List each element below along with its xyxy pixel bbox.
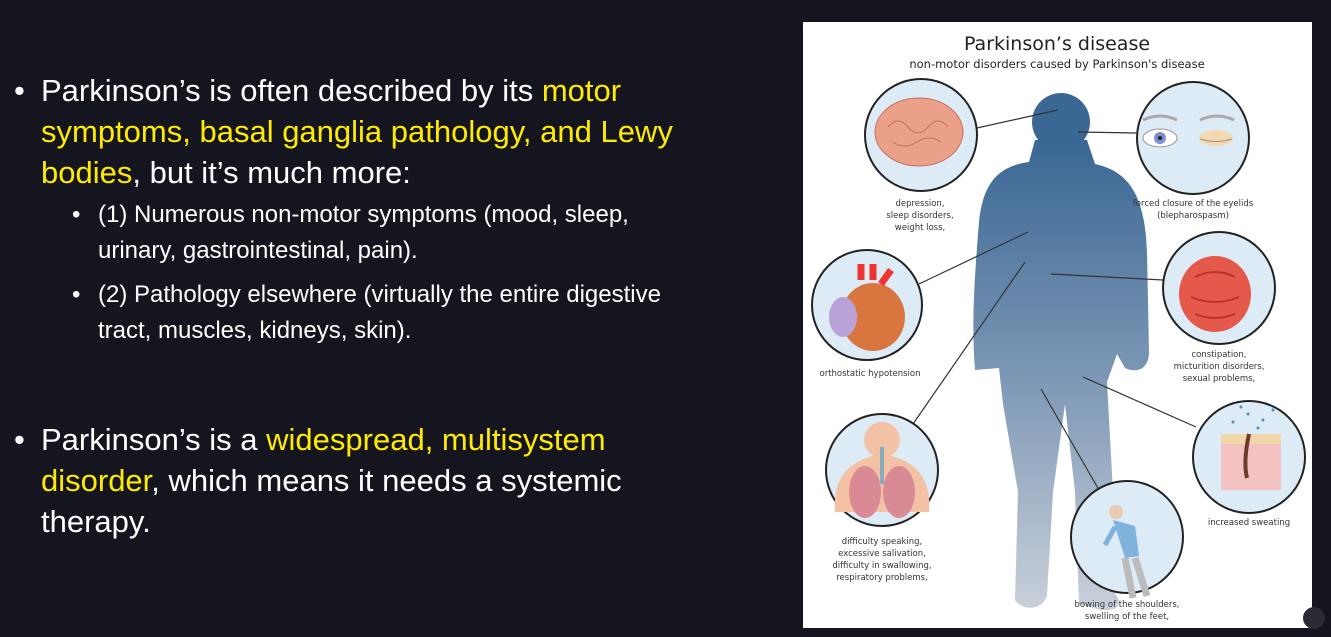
svg-text:orthostatic hypotension: orthostatic hypotension <box>820 369 921 379</box>
sub-bullet-non-motor: • (1) Numerous non-motor symptoms (mood,… <box>72 197 712 269</box>
bullet-glyph: • <box>72 201 81 228</box>
bullet-glyph: • <box>14 73 25 108</box>
posture-label: bowing of the shoulders, swelling of the… <box>1075 600 1180 622</box>
brain-icon <box>874 97 964 167</box>
bullet-glyph: • <box>14 422 25 457</box>
lungs-icon <box>834 422 930 518</box>
intestines-icon <box>1179 256 1251 332</box>
svg-text:increased sweating: increased sweating <box>1208 518 1290 528</box>
highlight-text: widespread, multisystem disorder <box>41 422 606 498</box>
svg-text:micturition disorders,: micturition disorders, <box>1174 362 1265 372</box>
skin-icon <box>1221 405 1281 490</box>
bullet-multisystem: • Parkinson’s is a widespread, multisyst… <box>14 419 714 542</box>
svg-text:constipation,: constipation, <box>1192 350 1247 360</box>
bullet-motor-symptoms: • Parkinson’s is often described by its … <box>14 70 714 193</box>
lungs-label: difficulty speaking, excessive salivatio… <box>832 537 931 583</box>
svg-text:bowing of the shoulders,: bowing of the shoulders, <box>1075 600 1180 610</box>
skin-label: increased sweating <box>1208 518 1290 528</box>
figure-title: Parkinson’s disease <box>964 33 1150 55</box>
heart-icon <box>829 264 905 351</box>
connector-lines <box>912 109 1197 491</box>
sub-bullet-text: (2) Pathology elsewhere (virtually the e… <box>98 281 661 344</box>
eyes-circle <box>1136 81 1250 195</box>
svg-text:difficulty in swallowing,: difficulty in swallowing, <box>832 561 931 571</box>
svg-text:sexual problems,: sexual problems, <box>1183 374 1256 384</box>
svg-text:forced closure of the eyelids: forced closure of the eyelids <box>1133 199 1254 209</box>
svg-text:sleep disorders,: sleep disorders, <box>886 211 953 221</box>
sub-bullet-pathology: • (2) Pathology elsewhere (virtually the… <box>72 277 712 349</box>
svg-text:(blepharospasm): (blepharospasm) <box>1157 211 1229 221</box>
svg-text:difficulty speaking,: difficulty speaking, <box>842 537 923 547</box>
bullet-text: Parkinson’s is a <box>41 422 267 457</box>
intestines-label: constipation, micturition disorders, sex… <box>1174 350 1265 384</box>
figure-subtitle: non-motor disorders caused by Parkinson'… <box>909 57 1204 71</box>
svg-text:respiratory problems,: respiratory problems, <box>836 573 928 583</box>
svg-text:swelling of the feet,: swelling of the feet, <box>1085 612 1169 622</box>
highlight-text: motor symptoms, basal ganglia pathology,… <box>41 73 673 190</box>
svg-text:weight loss,: weight loss, <box>895 223 945 233</box>
parkinsons-illustration: Parkinson’s disease non-motor disorders … <box>803 22 1312 628</box>
bullet-text: Parkinson’s is often described by its <box>41 73 542 108</box>
svg-text:excessive salivation,: excessive salivation, <box>838 549 926 559</box>
brain-label: depression, sleep disorders, weight loss… <box>886 199 953 233</box>
bullet-glyph: • <box>72 281 81 308</box>
eyes-icon <box>1142 114 1235 148</box>
svg-text:depression,: depression, <box>895 199 944 209</box>
slide-control-button[interactable] <box>1303 607 1325 629</box>
bullet-text: , but it’s much more: <box>132 155 411 190</box>
elderly-person-icon <box>1102 505 1151 599</box>
heart-label: orthostatic hypotension <box>820 369 921 379</box>
eyes-label: forced closure of the eyelids (blepharos… <box>1133 199 1254 221</box>
bullet-text: , which means it needs a systemic therap… <box>41 463 622 539</box>
sub-bullet-text: (1) Numerous non-motor symptoms (mood, s… <box>98 201 629 264</box>
